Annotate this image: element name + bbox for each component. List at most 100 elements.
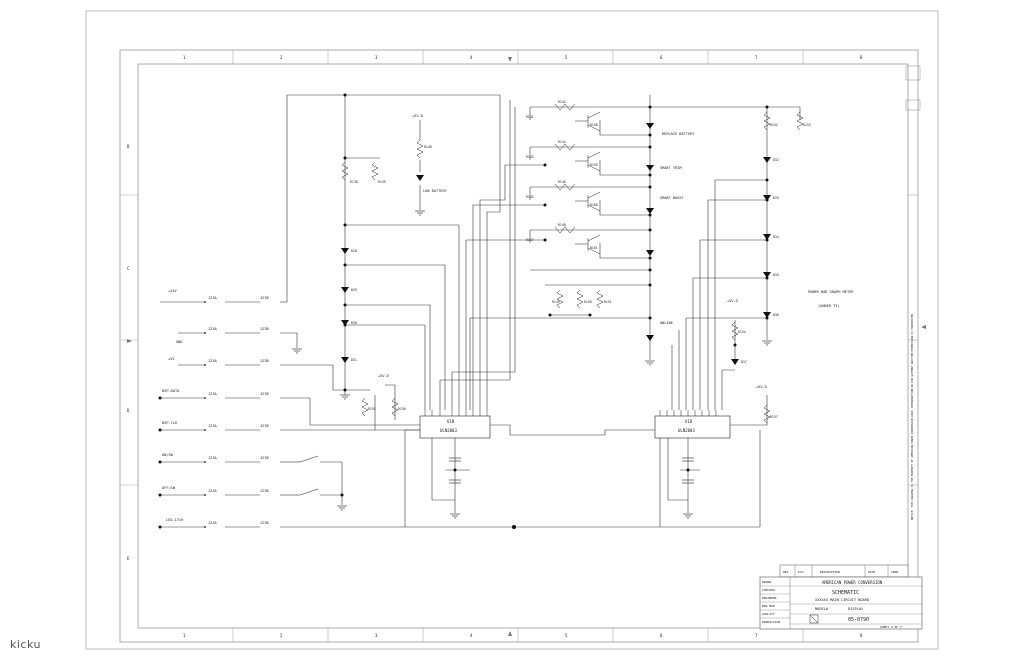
resistor-icon bbox=[554, 143, 576, 151]
resistor-icon bbox=[554, 226, 576, 234]
resistor-ref: R151 bbox=[604, 300, 612, 304]
zone-label: 7 bbox=[755, 55, 758, 60]
resistor-ref: R158 bbox=[590, 123, 598, 127]
led-ref: D34 bbox=[773, 235, 779, 239]
led-icon bbox=[763, 312, 771, 318]
connector-j2: J23B bbox=[260, 424, 269, 428]
led-ref: D36 bbox=[773, 313, 779, 317]
led-ref: D37 bbox=[741, 360, 747, 364]
tb-row-label: QUALITY bbox=[762, 612, 775, 616]
zone-label: D bbox=[127, 408, 130, 413]
resistor-ref: R139 bbox=[378, 180, 386, 184]
zone-label: 2 bbox=[280, 55, 283, 60]
power-label: +5V-D bbox=[412, 114, 423, 118]
zone-label: 3 bbox=[375, 55, 378, 60]
resistor-ref: R145 bbox=[526, 195, 534, 199]
connector-j2: J23B bbox=[260, 359, 269, 363]
led-ref: D30 bbox=[351, 321, 357, 325]
side-note-text: NOTICE: THIS DRAWING IS THE PROPERTY OF … bbox=[910, 313, 914, 520]
led-icon bbox=[341, 357, 349, 363]
ground-symbols bbox=[292, 210, 772, 519]
ic-part: ULN2803 bbox=[440, 428, 457, 433]
connector-labels: +24V J23A J23B GND J23A J23B +5V J23A J2… bbox=[162, 289, 269, 525]
resistor-icon bbox=[361, 397, 369, 417]
connector-j2: J23B bbox=[260, 489, 269, 493]
connector-net: DSP-DATA bbox=[162, 389, 180, 393]
corner-box bbox=[905, 99, 921, 111]
led-ref: D32 bbox=[773, 158, 779, 162]
resistor-ref: R161 bbox=[590, 246, 598, 250]
led-ref: D28 bbox=[351, 249, 357, 253]
ground-icon bbox=[683, 513, 693, 519]
connector-j1: J23A bbox=[208, 392, 217, 396]
ic-ref: U1D bbox=[685, 419, 693, 424]
led-icon bbox=[646, 165, 654, 171]
connector-net: OFF/SW bbox=[162, 486, 176, 490]
zone-labels-left: B C D E bbox=[127, 144, 130, 561]
ic-labels: U1B ULN2803 U1D ULN2803 bbox=[440, 419, 695, 433]
center-markers bbox=[127, 57, 926, 636]
tb-subtitle: XXXXXX MAIN CIRCUIT BOARD bbox=[815, 598, 869, 602]
led-icon bbox=[646, 208, 654, 214]
note-replace-battery: REPLACE BATTERY bbox=[662, 132, 695, 136]
resistor-ref: R150 bbox=[584, 300, 592, 304]
frame-inner bbox=[137, 63, 909, 629]
zone-labels-top: 1 2 3 4 5 6 7 8 bbox=[183, 55, 863, 60]
connector-j1: J23A bbox=[208, 456, 217, 460]
ground-icon bbox=[337, 505, 347, 511]
resistor-ref: R138 bbox=[350, 180, 358, 184]
led-icon bbox=[341, 248, 349, 254]
corner-box bbox=[905, 65, 921, 81]
connector-j2: J23B bbox=[260, 392, 269, 396]
resistor-icon bbox=[554, 103, 576, 111]
zone-label: 8 bbox=[860, 55, 863, 60]
led-icon bbox=[646, 250, 654, 256]
led-icon bbox=[416, 175, 424, 181]
ground-icon bbox=[292, 348, 302, 354]
resistor-ref: R160 bbox=[590, 203, 598, 207]
resistor-ref: R154 bbox=[738, 330, 746, 334]
zone-markers bbox=[120, 50, 918, 642]
tb-display: DISPLAY bbox=[848, 607, 864, 611]
zone-label: 6 bbox=[660, 633, 663, 638]
connector-j2: J23B bbox=[260, 296, 269, 300]
resistor-icon bbox=[763, 404, 771, 424]
zone-label: C bbox=[127, 266, 130, 271]
transistor-icon bbox=[575, 151, 601, 172]
led-labels: D28 D29 D30 D31 D32 D33 D34 D35 D36 D37 bbox=[351, 158, 779, 364]
ground-icon bbox=[645, 360, 655, 366]
rev-col: DATE bbox=[868, 570, 875, 574]
led-icon bbox=[646, 123, 654, 129]
zone-label: 4 bbox=[470, 633, 473, 638]
led-icon bbox=[763, 272, 771, 278]
connector-net: DSP-CLK bbox=[162, 421, 178, 425]
connector-net: GND bbox=[176, 340, 183, 344]
resistor-icon bbox=[341, 161, 349, 181]
connector-pins bbox=[204, 301, 206, 528]
led-icon bbox=[763, 157, 771, 163]
power-label: +5V-D bbox=[727, 299, 738, 303]
led-icon bbox=[763, 195, 771, 201]
led-icon bbox=[341, 320, 349, 326]
resistor-icon bbox=[371, 161, 379, 181]
led-symbols bbox=[341, 123, 771, 365]
capacitor-symbols bbox=[449, 457, 694, 484]
connector-j1: J23A bbox=[208, 424, 217, 428]
side-note: NOTICE: THIS DRAWING IS THE PROPERTY OF … bbox=[910, 313, 914, 520]
resistor-ref: R147 bbox=[526, 238, 534, 242]
led-icon bbox=[646, 335, 654, 341]
ground-icon bbox=[340, 394, 350, 400]
resistor-ref: R144 bbox=[558, 140, 566, 144]
resistor-icon bbox=[763, 111, 771, 131]
zone-label: E bbox=[127, 556, 130, 561]
ic-u1b-body bbox=[419, 415, 491, 439]
zone-label: 7 bbox=[755, 633, 758, 638]
connector-j2: J23B bbox=[260, 521, 269, 525]
zone-label: 8 bbox=[860, 633, 863, 638]
tb-model: MODEL# bbox=[815, 607, 829, 611]
note-online: ONLINE bbox=[660, 321, 673, 325]
resistor-ref: R143 bbox=[526, 155, 534, 159]
ic-ref: U1B bbox=[447, 419, 455, 424]
resistor-icon bbox=[731, 321, 739, 341]
transistor-icon bbox=[575, 234, 601, 255]
